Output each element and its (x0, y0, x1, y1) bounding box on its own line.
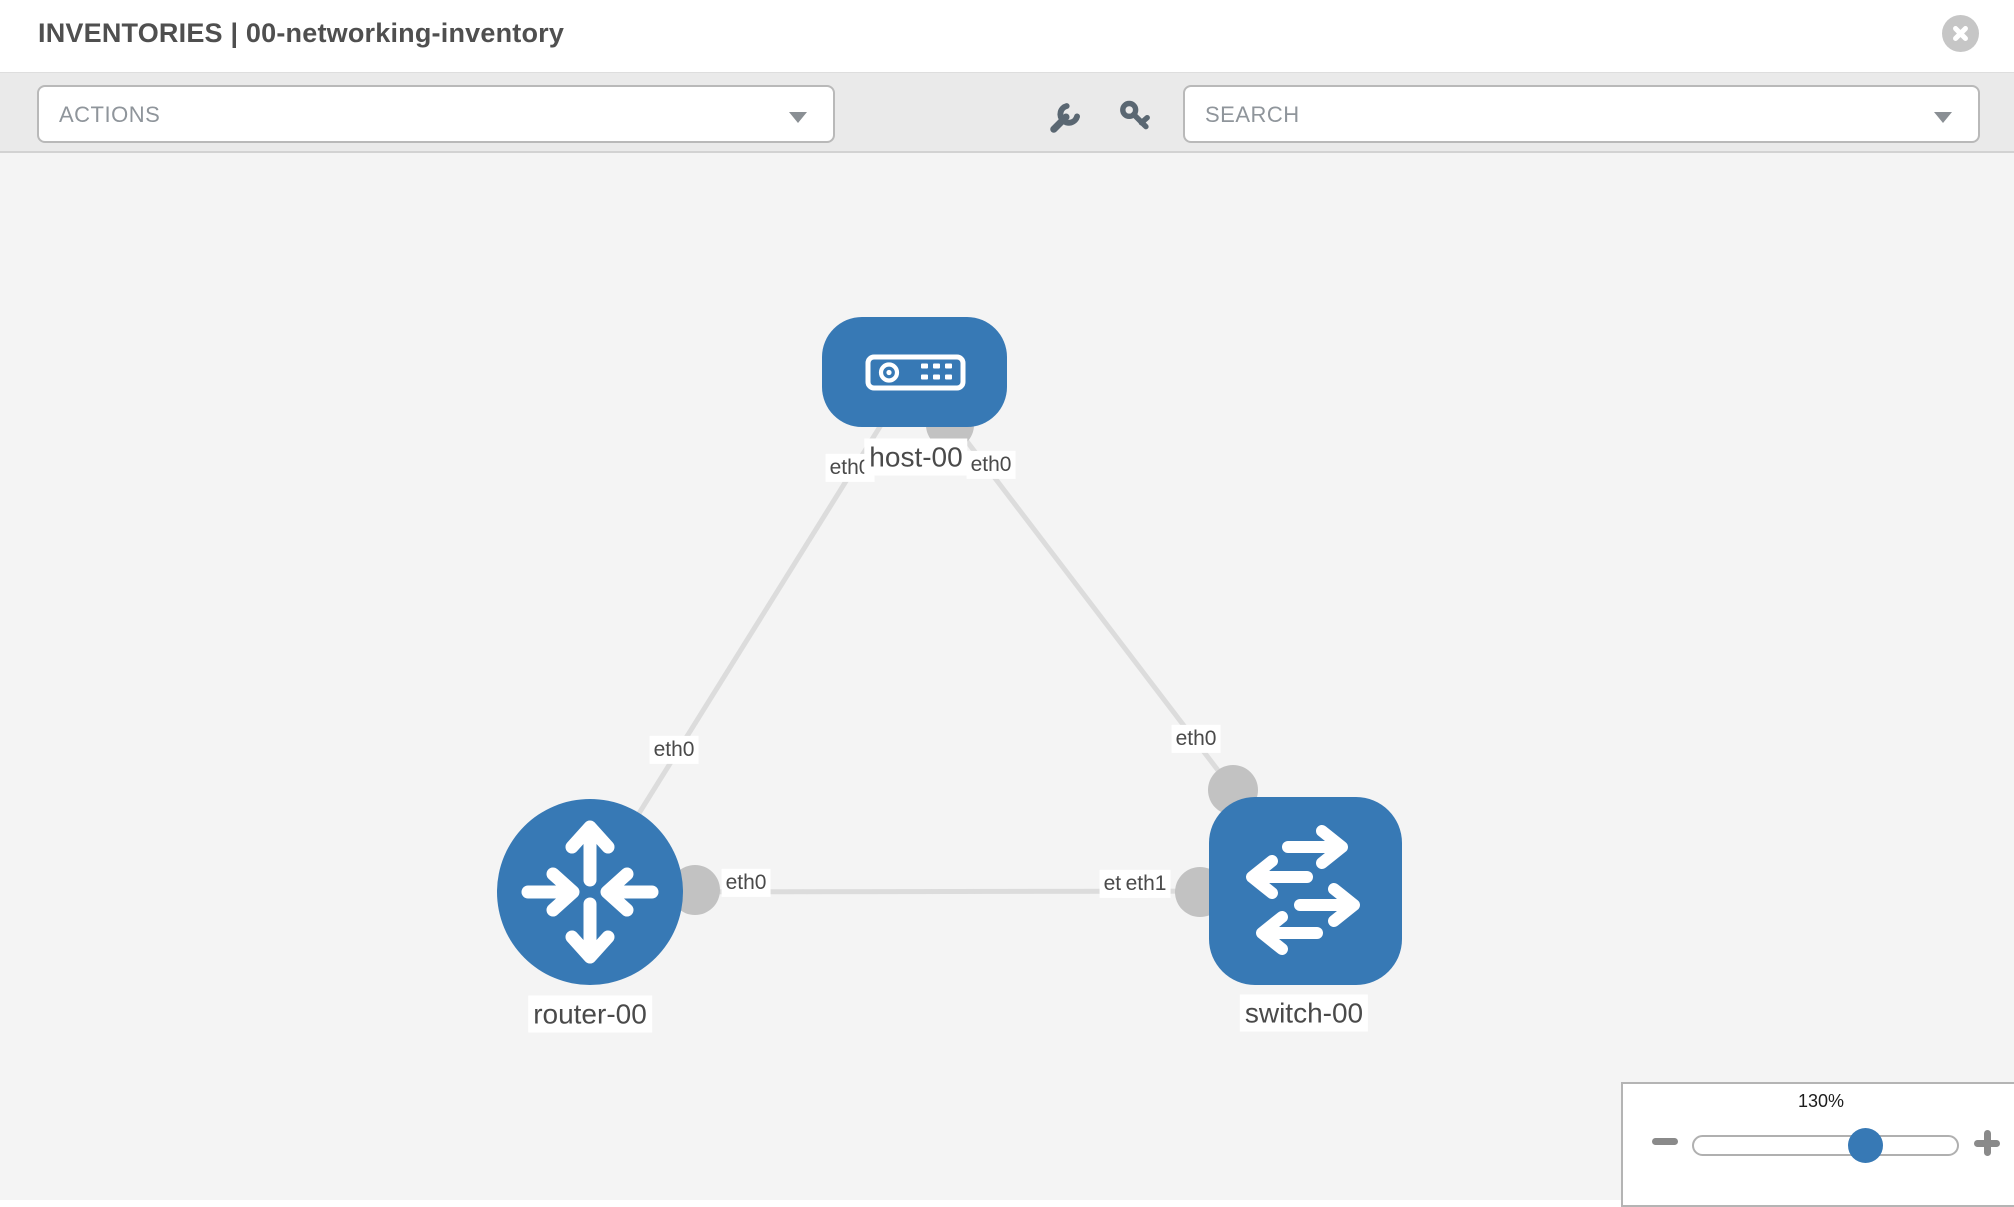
interface-label-host-eth0-right: eth0 (966, 450, 1016, 480)
breadcrumb-section: INVENTORIES (38, 18, 223, 48)
search-dropdown[interactable]: SEARCH (1183, 85, 1980, 143)
page-title: INVENTORIES | 00-networking-inventory (38, 18, 564, 49)
node-label-host-00: host-00 (864, 438, 968, 476)
node-label-switch-00: switch-00 (1239, 994, 1369, 1032)
close-button[interactable] (1942, 15, 1979, 52)
wrench-button[interactable] (1048, 99, 1084, 135)
node-router-00[interactable] (497, 799, 683, 985)
node-host-00[interactable] (822, 317, 1007, 427)
breadcrumb-inventory-name: 00-networking-inventory (245, 18, 565, 48)
topology-canvas[interactable]: eth0 eth0 eth0 eth0 eth0 eth0 eth1 host-… (0, 153, 2014, 1200)
interface-label-switch-eth0: eth0 (1171, 724, 1221, 754)
breadcrumb-header: INVENTORIES | 00-networking-inventory (0, 0, 2014, 72)
port-router-eth0[interactable] (670, 865, 720, 915)
node-label-router-00: router-00 (528, 995, 652, 1033)
interface-label-router-eth0: eth0 (721, 868, 771, 898)
key-icon (1120, 100, 1150, 130)
chevron-down-icon (1934, 112, 1952, 123)
zoom-level-text: 130% (1797, 1091, 1845, 1111)
topology-svg (497, 317, 1402, 985)
host-icon (865, 354, 966, 391)
node-switch-00[interactable] (1209, 797, 1402, 985)
zoom-slider-track[interactable] (1692, 1135, 1959, 1156)
key-button[interactable] (1117, 99, 1153, 135)
zoom-control-panel: 130% (1621, 1082, 2014, 1207)
zoom-in-button[interactable] (1974, 1130, 2000, 1156)
actions-dropdown-label: ACTIONS (59, 102, 161, 127)
router-icon (521, 820, 659, 964)
breadcrumb-separator: | (222, 18, 246, 48)
toolbar: ACTIONS SEARCH (0, 72, 2014, 153)
wrench-icon (1050, 103, 1081, 133)
actions-dropdown[interactable]: ACTIONS (37, 85, 835, 143)
switch-icon (1246, 825, 1360, 955)
plus-icon (1983, 1130, 1991, 1156)
zoom-slider-handle[interactable] (1848, 1128, 1883, 1163)
interface-label-router-eth0-uplink: eth0 (649, 735, 699, 765)
chevron-down-icon (789, 112, 807, 123)
interface-label-switch-eth1: eth1 (1121, 869, 1171, 899)
zoom-out-button[interactable] (1652, 1138, 1678, 1145)
search-dropdown-label: SEARCH (1205, 102, 1300, 127)
